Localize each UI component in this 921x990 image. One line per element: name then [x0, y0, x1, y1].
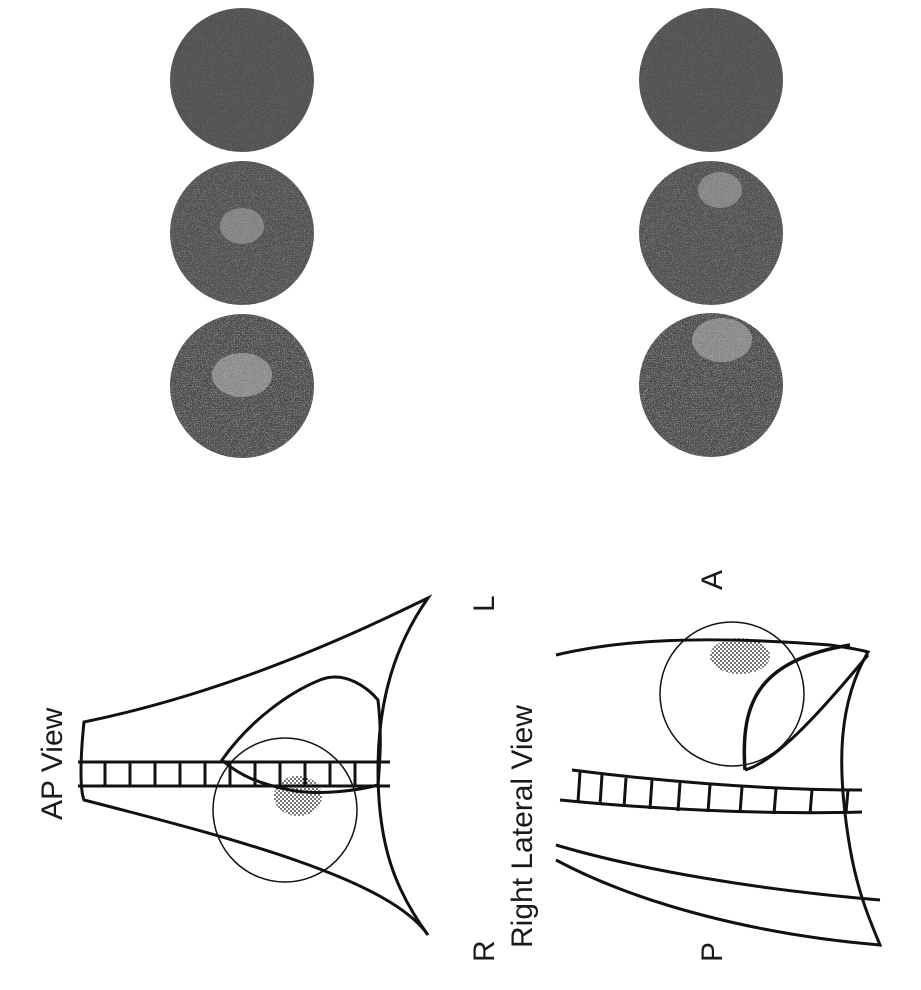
ap-label-r: R	[468, 940, 501, 962]
scan-image-lateral-2	[639, 161, 783, 305]
scan-lateral-row	[639, 8, 783, 457]
lateral-heart-base	[745, 655, 868, 770]
lateral-thorax-outline	[556, 640, 880, 945]
ap-lesion-spot	[274, 776, 322, 816]
lateral-spine	[560, 770, 862, 814]
lateral-lesion-spot	[710, 638, 770, 674]
ap-view-title: AP View	[36, 707, 69, 820]
scan-ap-row	[170, 8, 314, 458]
lateral-label-p: P	[696, 942, 729, 962]
scan-image-ap-1	[170, 314, 314, 458]
scan-image-lateral-3	[639, 8, 783, 152]
ap-heart-outline	[222, 677, 380, 792]
scan-image-ap-3	[170, 8, 314, 152]
ap-spine	[78, 762, 390, 786]
scan-image-lateral-1	[639, 313, 783, 457]
scan-image-ap-2	[170, 161, 314, 305]
lateral-label-a: A	[696, 570, 729, 590]
lateral-back-line	[556, 845, 880, 900]
ap-label-l: L	[468, 595, 501, 612]
lateral-view-title: Right Lateral View	[506, 705, 539, 948]
ap-view-panel: AP View R L	[36, 595, 501, 962]
scan-images	[170, 8, 783, 458]
lateral-view-panel: Right Lateral View P A	[506, 570, 880, 962]
